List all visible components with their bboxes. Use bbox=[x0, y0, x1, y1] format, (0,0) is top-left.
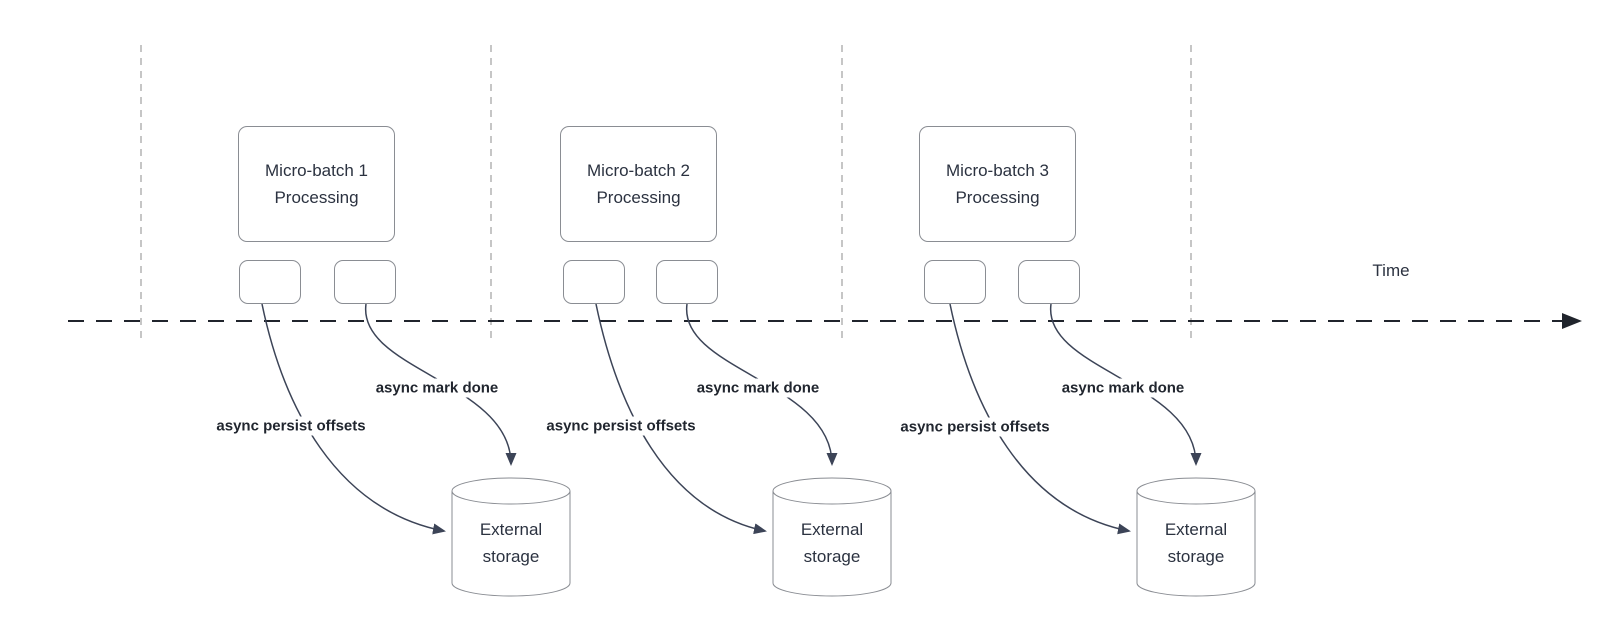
persist-offsets-label-3: async persist offsets bbox=[896, 417, 1054, 437]
external-storage-label-1: External storage bbox=[479, 520, 543, 566]
persist-task-box-3 bbox=[924, 260, 986, 304]
time-axis-label: Time bbox=[1372, 261, 1410, 280]
external-storage-cylinder-2 bbox=[772, 477, 892, 597]
mark-done-label-1: async mark done bbox=[371, 378, 503, 398]
external-storage-cylinder-3 bbox=[1136, 477, 1256, 597]
persist-offsets-arrow-1 bbox=[261, 303, 446, 535]
time-axis-arrowhead-icon bbox=[1562, 313, 1582, 329]
persist-offsets-arrow-2 bbox=[595, 303, 767, 535]
external-storage-label-3: External storage bbox=[1164, 520, 1228, 566]
external-storage-cylinder-1 bbox=[451, 477, 571, 597]
persist-task-box-2 bbox=[563, 260, 625, 304]
micro-batch-3-processing-box: Micro-batch 3 Processing bbox=[919, 126, 1076, 242]
mark-done-label-2: async mark done bbox=[692, 378, 824, 398]
mark-done-arrow-2 bbox=[686, 303, 838, 466]
micro-batch-1-processing-box: Micro-batch 1 Processing bbox=[238, 126, 395, 242]
mark-done-arrow-1 bbox=[365, 303, 517, 466]
mark-done-arrow-3 bbox=[1050, 303, 1202, 466]
persist-offsets-label-2: async persist offsets bbox=[542, 416, 700, 436]
persist-task-box-1 bbox=[239, 260, 301, 304]
mark-done-label-3: async mark done bbox=[1057, 378, 1189, 398]
persist-offsets-label-1: async persist offsets bbox=[212, 416, 370, 436]
persist-offsets-arrow-3 bbox=[949, 303, 1131, 535]
mark-done-task-box-1 bbox=[334, 260, 396, 304]
external-storage-label-2: External storage bbox=[800, 520, 864, 566]
mark-done-task-box-3 bbox=[1018, 260, 1080, 304]
micro-batch-2-processing-box: Micro-batch 2 Processing bbox=[560, 126, 717, 242]
mark-done-task-box-2 bbox=[656, 260, 718, 304]
